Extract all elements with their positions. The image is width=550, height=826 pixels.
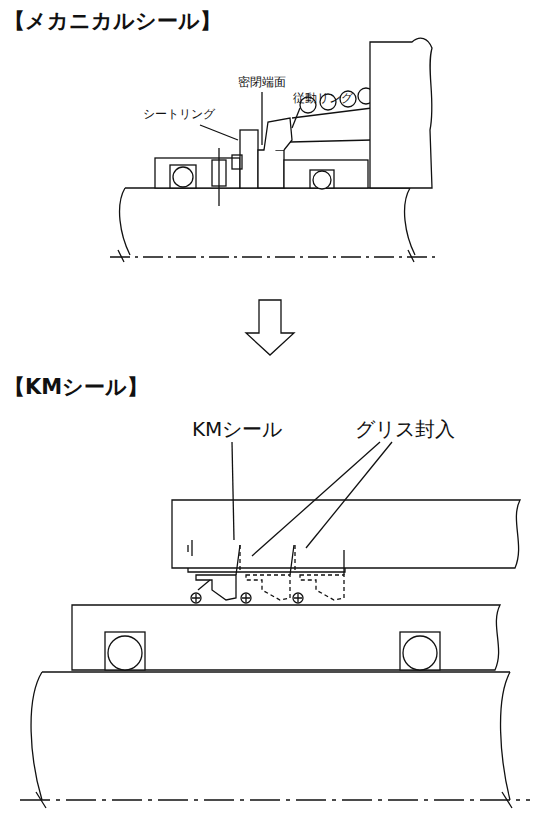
- part-name: KMシール: [192, 418, 282, 440]
- part-name: グリス封入: [355, 418, 455, 440]
- part-name: 密閉端面: [238, 76, 286, 89]
- part-name: シートリング: [143, 108, 215, 121]
- section-heading: 【KMシール】: [4, 376, 148, 399]
- part-name: 従動リング: [293, 92, 353, 105]
- section-heading: 【メカニカルシール】: [4, 10, 221, 33]
